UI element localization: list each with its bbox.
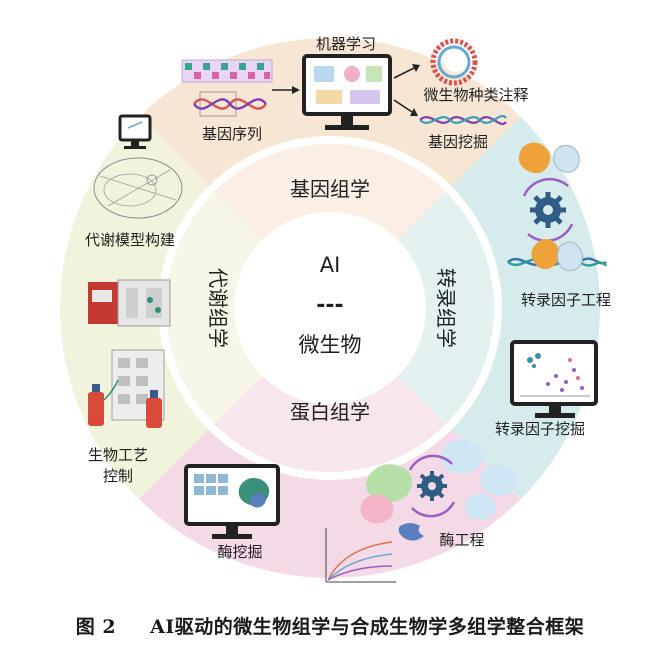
arrows-to-outputs-icon bbox=[393, 64, 420, 116]
label-machine-learning: 机器学习 bbox=[316, 35, 376, 53]
enzyme-mining-monitor-icon bbox=[184, 464, 280, 539]
kinetics-plot-icon bbox=[325, 528, 396, 583]
label-metabolic-model: 代谢模型构建 bbox=[85, 231, 175, 249]
tf-dna-complex-icon bbox=[507, 239, 608, 272]
center-ai-label: AI bbox=[320, 253, 341, 277]
omics-label-proteomics: 蛋白组学 bbox=[290, 400, 370, 424]
label-bioprocess-control-2: 控制 bbox=[103, 467, 133, 485]
label-gene-mining: 基因挖掘 bbox=[428, 133, 488, 151]
omics-label-metabolomics: 代谢组学 bbox=[206, 268, 230, 348]
omics-framework-diagram: AI --- 微生物 基因组学 蛋白组学 转录组学 代谢组学 基因序列 机器学习 bbox=[60, 35, 611, 583]
center-circle bbox=[234, 212, 426, 404]
gear-cycle-icon bbox=[522, 177, 574, 243]
dna-helix-icon bbox=[193, 91, 267, 117]
sequence-grid-icon bbox=[181, 59, 273, 83]
center-microbe-label: 微生物 bbox=[299, 333, 362, 357]
ml-monitor-icon bbox=[302, 54, 392, 130]
label-bioprocess-control-1: 生物工艺 bbox=[88, 446, 148, 464]
label-enzyme-mining: 酶挖掘 bbox=[217, 543, 262, 561]
protein-blobs-icon bbox=[518, 142, 580, 174]
figure-caption: 图 2 AI驱动的微生物组学与合成生物学多组学整合框架 bbox=[0, 612, 660, 639]
arrow-to-ml-icon bbox=[272, 86, 300, 94]
metabolic-model-monitor-icon bbox=[118, 114, 152, 149]
metabolic-network-icon bbox=[93, 157, 183, 219]
gene-mining-dna-icon bbox=[419, 115, 507, 125]
omics-label-genomics: 基因组学 bbox=[290, 177, 370, 201]
omics-label-transcriptomics: 转录组学 bbox=[434, 268, 458, 348]
figure-number: 图 2 bbox=[75, 616, 117, 638]
figure-caption-text: AI驱动的微生物组学与合成生物学多组学整合框架 bbox=[150, 616, 585, 638]
microbe-ring-icon bbox=[430, 38, 478, 86]
label-gene-sequence: 基因序列 bbox=[202, 125, 262, 143]
label-enzyme-engineering: 酶工程 bbox=[439, 531, 484, 549]
bioreactor-machine-icon bbox=[88, 279, 171, 327]
label-tf-mining: 转录因子挖掘 bbox=[495, 420, 585, 438]
label-tf-engineering: 转录因子工程 bbox=[521, 291, 611, 309]
bioreactor-cabinet-icon bbox=[88, 349, 165, 428]
enzyme-cluster-icon bbox=[360, 439, 517, 541]
label-species-annotation: 微生物种类注释 bbox=[423, 86, 528, 104]
center-dash-label: --- bbox=[316, 293, 343, 318]
tf-mining-monitor-icon bbox=[510, 340, 598, 418]
